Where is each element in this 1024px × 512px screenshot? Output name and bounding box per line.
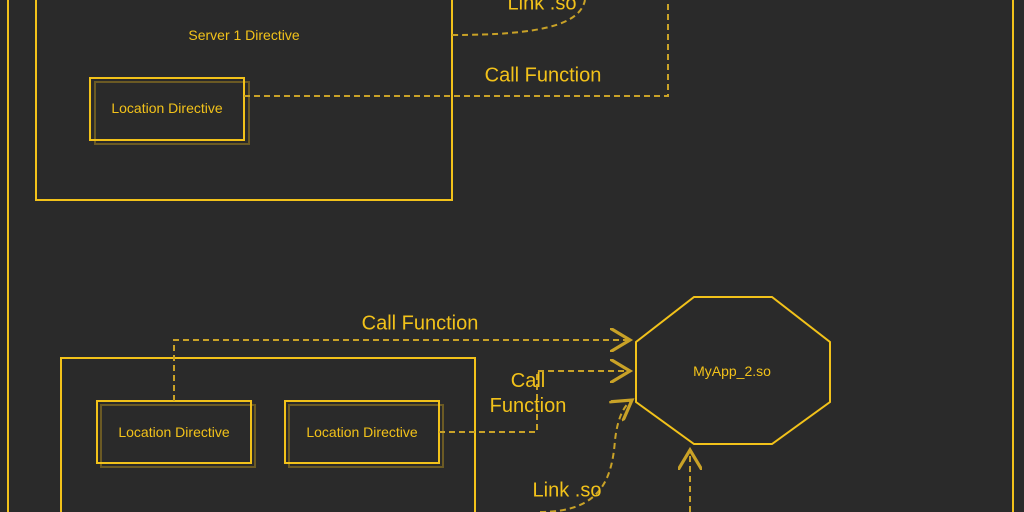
server-2-location-right-label: Location Directive [306,424,418,440]
server-1-location-label: Location Directive [111,100,223,116]
server-1-label: Server 1 Directive [188,27,300,43]
myapp2-node[interactable] [635,296,831,445]
location-directive-shadow [94,81,250,145]
location-directive-shadow [100,404,256,468]
location-directive-shadow [288,404,444,468]
server-2-location-left-label: Location Directive [118,424,230,440]
server-1-location-directive[interactable] [89,77,245,141]
edge-link-bottom [539,400,632,512]
edge-label-call-mid-right: Call Function [489,370,567,417]
edge-label-link-top: Link .so [507,0,577,15]
server-2-box[interactable] [60,357,476,512]
edge-call-mid-right [439,371,630,433]
edge-label-call-top: Call Function [484,64,602,87]
server-1-box[interactable] [35,0,453,201]
edge-call-top [244,0,669,97]
myapp2-label: MyApp_2.so [693,363,771,379]
edge-call-mid-top [173,340,630,401]
edge-label-link-bottom: Link .so [532,479,602,502]
edge-label-call-mid-top: Call Function [361,312,479,335]
